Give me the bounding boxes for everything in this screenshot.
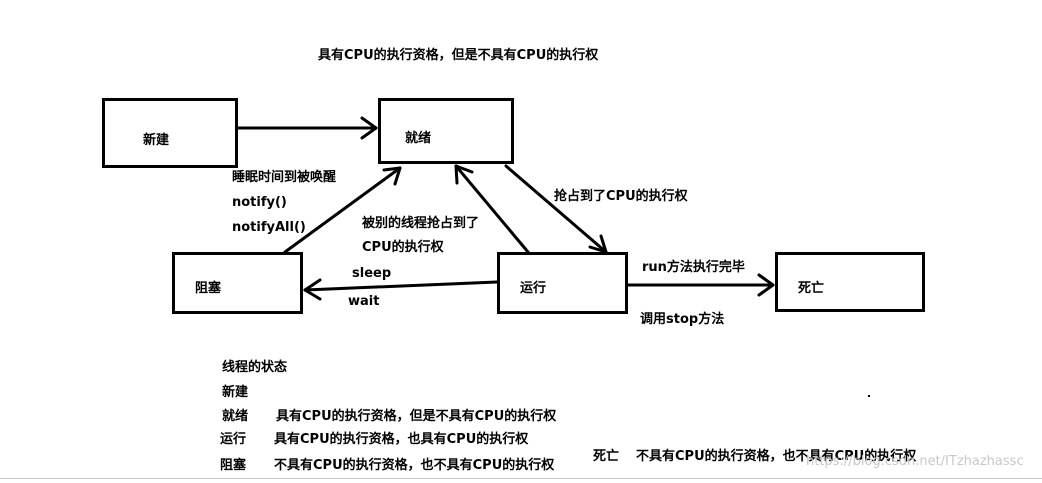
arrowhead-new-to-ready xyxy=(360,116,378,140)
arrowhead-running-to-ready xyxy=(454,164,474,185)
label-preempted-line2: CPU的执行权 xyxy=(362,240,444,255)
legend-new: 新建 xyxy=(222,385,249,400)
state-running-box: 运行 xyxy=(497,252,628,314)
label-wait: wait xyxy=(348,294,380,309)
label-wake-line1: 睡眠时间到被唤醒 xyxy=(232,170,337,185)
bottom-frame-line xyxy=(0,478,1042,483)
legend-dead-name: 死亡 xyxy=(593,449,620,464)
legend-running-desc: 具有CPU的执行资格，也具有CPU的执行权 xyxy=(274,432,529,447)
state-dead-box: 死亡 xyxy=(775,252,925,312)
label-grab-cpu: 抢占到了CPU的执行权 xyxy=(554,189,688,204)
stray-dot xyxy=(868,395,870,397)
legend-dead-desc: 不具有CPU的执行资格，也不具有CPU的执行权 xyxy=(636,449,917,464)
state-ready-label: 就绪 xyxy=(405,131,432,146)
label-wake-line3: notifyAll() xyxy=(232,220,306,235)
state-blocked-box: 阻塞 xyxy=(172,252,303,314)
label-preempted-line1: 被别的线程抢占到了 xyxy=(362,216,480,231)
arrowhead-blocked-to-ready xyxy=(382,166,402,186)
legend-ready-desc: 具有CPU的执行资格，但是不具有CPU的执行权 xyxy=(276,409,557,424)
label-wake-line2: notify() xyxy=(232,195,287,210)
state-new-box: 新建 xyxy=(102,98,238,168)
watermark: https://blog.csdn.net/ITzhazhassc xyxy=(806,454,1024,469)
label-sleep: sleep xyxy=(352,266,392,281)
label-call-stop: 调用stop方法 xyxy=(640,312,725,327)
state-running-label: 运行 xyxy=(520,281,547,296)
state-new-label: 新建 xyxy=(143,133,170,148)
legend-blocked-desc: 不具有CPU的执行资格，也不具有CPU的执行权 xyxy=(274,458,555,473)
legend-title: 线程的状态 xyxy=(222,360,288,375)
top-caption: 具有CPU的执行资格，但是不具有CPU的执行权 xyxy=(318,48,599,63)
arrowhead-running-to-dead xyxy=(757,273,775,297)
arrowhead-running-to-blocked xyxy=(303,278,322,301)
arrow-running-to-ready xyxy=(454,164,530,254)
state-blocked-label: 阻塞 xyxy=(195,281,222,296)
legend-ready-name: 就绪 xyxy=(222,409,249,424)
label-run-done: run方法执行完毕 xyxy=(642,260,745,275)
legend-running-name: 运行 xyxy=(220,432,247,447)
arrow-ready-to-running xyxy=(504,164,608,254)
legend-blocked-name: 阻塞 xyxy=(220,458,247,473)
arrowhead-ready-to-running xyxy=(588,234,608,254)
state-dead-label: 死亡 xyxy=(798,281,825,296)
arrow-blocked-to-ready xyxy=(283,166,402,254)
arrow-running-to-blocked xyxy=(303,280,499,292)
state-ready-box: 就绪 xyxy=(378,98,514,164)
